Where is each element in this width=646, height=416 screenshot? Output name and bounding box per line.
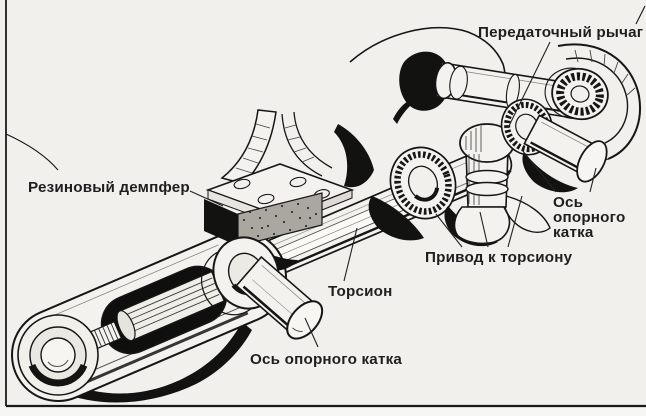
leader-axle-right-b (589, 167, 597, 193)
leader-torsion-drive-b (479, 211, 489, 248)
label-rubber-damper: Резиновый демпфер (28, 179, 190, 196)
splined-drum (544, 67, 609, 121)
leader-axle-bottom (304, 317, 319, 348)
leader-rubber-damper (189, 190, 224, 207)
leader-torsion-drive-a (435, 213, 463, 248)
ink-shadow-lever-left (393, 51, 450, 125)
splined-coupling-ring (389, 146, 457, 220)
label-torsion-bar: Торсион (328, 283, 393, 300)
hub-end-face (17, 314, 99, 396)
gusset-hatching (235, 123, 271, 174)
plate-hole (289, 176, 307, 188)
plate-hole (233, 178, 251, 190)
axle-face-front (286, 300, 324, 340)
ink-shadow-swingarm-left (334, 124, 374, 188)
link-collar-band (465, 169, 509, 185)
road-wheel-axle-front (235, 255, 324, 340)
label-axle-bottom: Ось опорного катка (250, 351, 402, 368)
link-foot (453, 206, 511, 245)
leader-lines (189, 41, 597, 348)
leader-axle-right-a (521, 149, 557, 193)
gusset-back-fin (281, 111, 333, 177)
torsion-drive-link (453, 123, 551, 245)
label-transfer-lever: Передаточный рычаг (478, 24, 643, 41)
label-axle-right-line3: катка (553, 224, 594, 241)
axle-face-right (576, 140, 608, 183)
link-collar-band (465, 181, 509, 197)
leader-transfer-lever (507, 41, 551, 129)
rubber-damper-assembly (204, 109, 355, 247)
ink-shadow-under-axle-right (522, 152, 578, 193)
rubber-damper-block-speckled-face (237, 192, 323, 247)
ink-shadow-under-ring (368, 196, 424, 241)
label-axle-right-line2: опорного (553, 209, 625, 226)
leader-torsion-bar (343, 227, 358, 282)
rubber-damper-block-dark-face (204, 199, 238, 246)
leader-torsion-drive-c (507, 195, 523, 248)
label-torsion-drive: Привод к торсиону (425, 249, 573, 266)
gusset-back-hatching (284, 124, 315, 163)
road-wheel-axle-right (523, 114, 608, 183)
label-axle-right-line1: Ось (553, 194, 583, 211)
rubber-speckle-dots (243, 203, 318, 237)
page-margin-strip (0, 407, 646, 416)
plate-hole (257, 193, 275, 205)
